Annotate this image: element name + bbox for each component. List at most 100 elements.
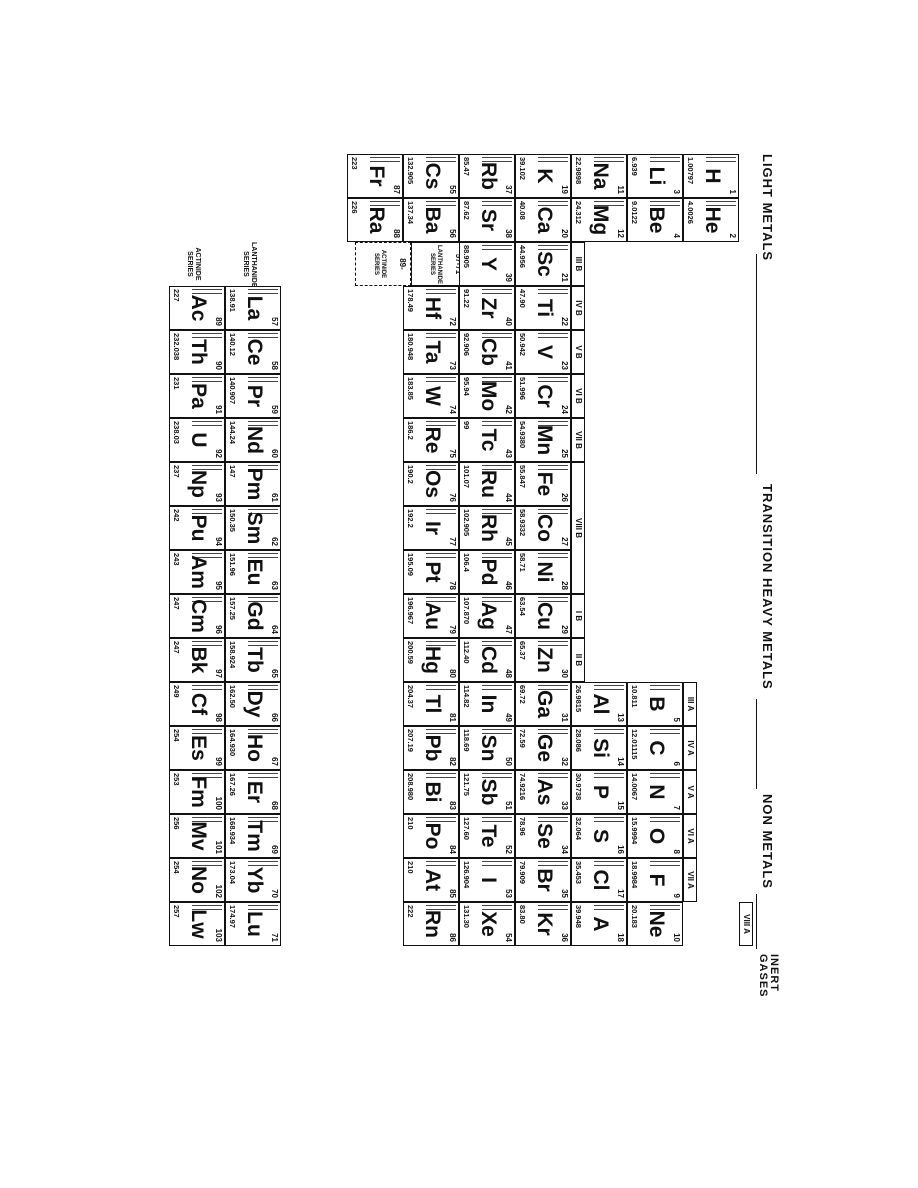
atomic-weight: 35.453 <box>574 861 583 884</box>
element-symbol: Bk <box>187 646 210 674</box>
element-symbol: Ho <box>243 734 266 762</box>
atomic-weight: 58.71 <box>518 553 527 572</box>
atomic-weight: 254 <box>172 729 181 742</box>
atomic-number: 63 <box>270 581 279 590</box>
atomic-weight: 101.07 <box>462 465 471 488</box>
atomic-weight: 132.905 <box>406 157 415 185</box>
element-symbol: No <box>187 866 210 894</box>
atomic-number: 101 <box>214 840 223 854</box>
element-symbol: Si <box>589 738 612 758</box>
element-symbol: Ba <box>421 206 444 234</box>
atomic-weight: 106.4 <box>462 553 471 572</box>
atomic-weight: 207.19 <box>406 729 415 752</box>
element-symbol: Os <box>421 469 444 498</box>
element-symbol: Lu <box>243 911 266 937</box>
atomic-weight: 92.906 <box>462 333 471 356</box>
element-symbol: Ni <box>533 561 556 583</box>
atomic-number: 74 <box>448 405 457 414</box>
group-header: IV A <box>683 726 697 770</box>
atomic-weight: 112.40 <box>462 641 471 664</box>
atomic-number: 6 <box>672 761 681 766</box>
atomic-weight: 39.948 <box>574 905 583 928</box>
actinide-series-label: ACTINIDE SERIES <box>373 249 386 279</box>
atomic-weight: 196.967 <box>406 597 415 625</box>
element-symbol: Sr <box>477 208 500 232</box>
element-symbol: Tb <box>243 647 266 673</box>
atomic-number: 76 <box>448 493 457 502</box>
atomic-weight: 167.26 <box>228 773 237 796</box>
element-symbol: U <box>187 432 210 448</box>
atomic-weight: 138.91 <box>228 289 237 312</box>
atomic-weight: 1.00797 <box>686 157 695 185</box>
atomic-number: 12 <box>616 229 625 238</box>
atomic-number: 8 <box>672 849 681 854</box>
atomic-number: 5 <box>672 717 681 722</box>
atomic-weight: 14.0067 <box>630 773 639 801</box>
element-symbol: Cb <box>477 338 500 366</box>
atomic-weight: 157.25 <box>228 597 237 620</box>
element-symbol: Br <box>533 868 556 892</box>
atomic-number: 87 <box>392 185 401 194</box>
atomic-weight: 26.9815 <box>574 685 583 713</box>
atomic-weight: 10.811 <box>630 685 639 708</box>
element-symbol: Cu <box>533 602 556 630</box>
atomic-weight: 131.30 <box>462 905 471 928</box>
element-symbol: Ne <box>645 910 668 938</box>
atomic-number: 9 <box>672 893 681 898</box>
element-symbol: Tl <box>421 694 444 714</box>
atomic-number: 54 <box>504 933 513 942</box>
element-symbol: Es <box>187 735 210 761</box>
atomic-number: 53 <box>504 889 513 898</box>
atomic-number: 33 <box>560 801 569 810</box>
atomic-weight: 195.09 <box>406 553 415 576</box>
element-symbol: Th <box>187 339 210 365</box>
atomic-number: 11 <box>616 185 625 194</box>
atomic-weight: 118.69 <box>462 729 471 752</box>
atomic-weight: 72.59 <box>518 729 527 748</box>
atomic-weight: 39.102 <box>518 157 527 180</box>
atomic-weight: 227 <box>172 289 181 302</box>
atomic-number: 88 <box>392 229 401 238</box>
element-symbol: F <box>645 873 668 887</box>
atomic-number: 38 <box>504 229 513 238</box>
section-rule <box>756 699 757 789</box>
atomic-weight: 24.312 <box>574 201 583 224</box>
atomic-weight: 95.94 <box>462 377 471 396</box>
atomic-number: 34 <box>560 845 569 854</box>
atomic-weight: 79.909 <box>518 861 527 884</box>
atomic-number: 36 <box>560 933 569 942</box>
atomic-number: 14 <box>616 757 625 766</box>
atomic-number: 30 <box>560 669 569 678</box>
atomic-number: 61 <box>270 493 279 502</box>
section-rule <box>756 254 757 474</box>
element-symbol: N <box>645 784 668 800</box>
